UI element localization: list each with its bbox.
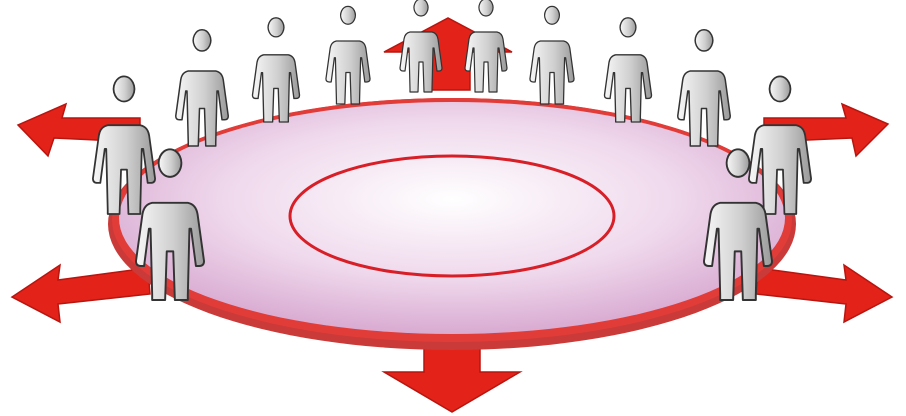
arrow-east-lower-icon [756,265,892,322]
arrow-west-lower-icon [12,265,150,322]
person-icon [465,0,507,92]
arrow-south-icon [384,340,520,412]
person-icon [604,18,651,122]
person-icon [326,6,370,104]
person-icon [176,30,229,146]
person-icon [252,18,299,122]
person-icon [678,30,731,146]
person-icon [530,6,574,104]
